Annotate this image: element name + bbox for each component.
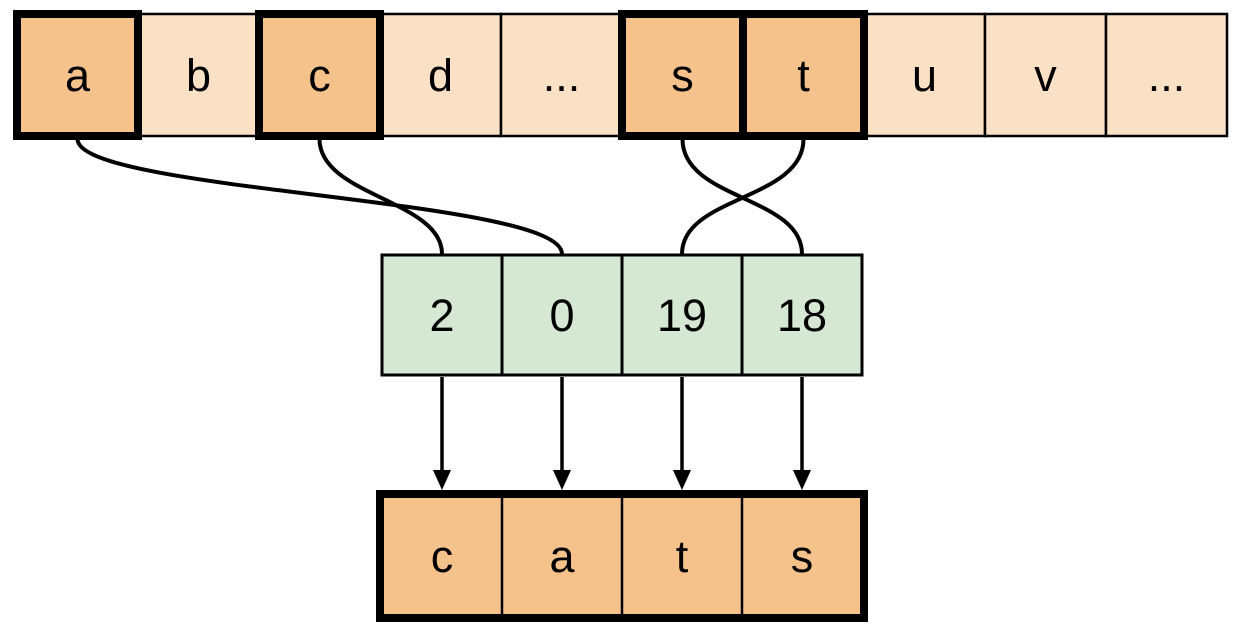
alphabet-cell-c-highlighted: c	[255, 10, 384, 140]
alphabet-row: b d ... u v ... a c	[13, 10, 1229, 140]
output-cell-letter: t	[676, 531, 689, 582]
index-cell-value: 19	[657, 290, 707, 341]
index-cell-2: 2	[380, 253, 504, 377]
output-cell-letter: a	[549, 531, 575, 582]
alphabet-cell-d: d	[378, 12, 503, 138]
alphabet-cell-label: b	[186, 50, 211, 101]
alphabet-cell-v: v	[983, 12, 1108, 138]
index-cell-19: 19	[620, 253, 744, 377]
alphabet-cell-label: t	[797, 50, 810, 101]
index-cell-0: 0	[500, 253, 624, 377]
alphabet-cell-label: u	[912, 50, 937, 101]
alphabet-cell-b: b	[136, 12, 261, 138]
alphabet-cell-label: c	[308, 50, 331, 101]
alphabet-cell-label: d	[428, 50, 453, 101]
alphabet-cell-label: v	[1034, 50, 1057, 101]
index-row: 2 0 19 18	[380, 253, 864, 377]
curve-c-to-index-2	[317, 138, 444, 255]
alphabet-cell-u: u	[862, 12, 987, 138]
index-cell-value: 18	[777, 290, 827, 341]
curve-a-to-index-0	[75, 138, 564, 255]
index-cell-value: 2	[429, 290, 454, 341]
alphabet-cell-a-highlighted: a	[13, 10, 142, 140]
index-cell-18: 18	[740, 253, 864, 377]
output-row: c a t s	[376, 490, 868, 622]
curve-t-to-index-19	[680, 138, 806, 255]
alphabet-cell-label: a	[65, 50, 91, 101]
alphabet-cell-label: ...	[543, 50, 581, 101]
alphabet-cell-t-highlighted: t	[739, 10, 868, 140]
alphabet-cell-ellipsis-1: ...	[499, 12, 624, 138]
letter-to-index-connectors	[75, 138, 806, 255]
output-cell-letter: s	[791, 531, 814, 582]
index-to-output-arrows	[433, 377, 811, 490]
index-cell-value: 0	[549, 290, 574, 341]
output-cell-letter: c	[431, 531, 454, 582]
alphabet-cell-ellipsis-2: ...	[1104, 12, 1229, 138]
alphabet-cell-label: s	[671, 50, 694, 101]
alphabet-cell-label: ...	[1148, 50, 1186, 101]
alphabet-cell-s-highlighted: s	[618, 10, 747, 140]
